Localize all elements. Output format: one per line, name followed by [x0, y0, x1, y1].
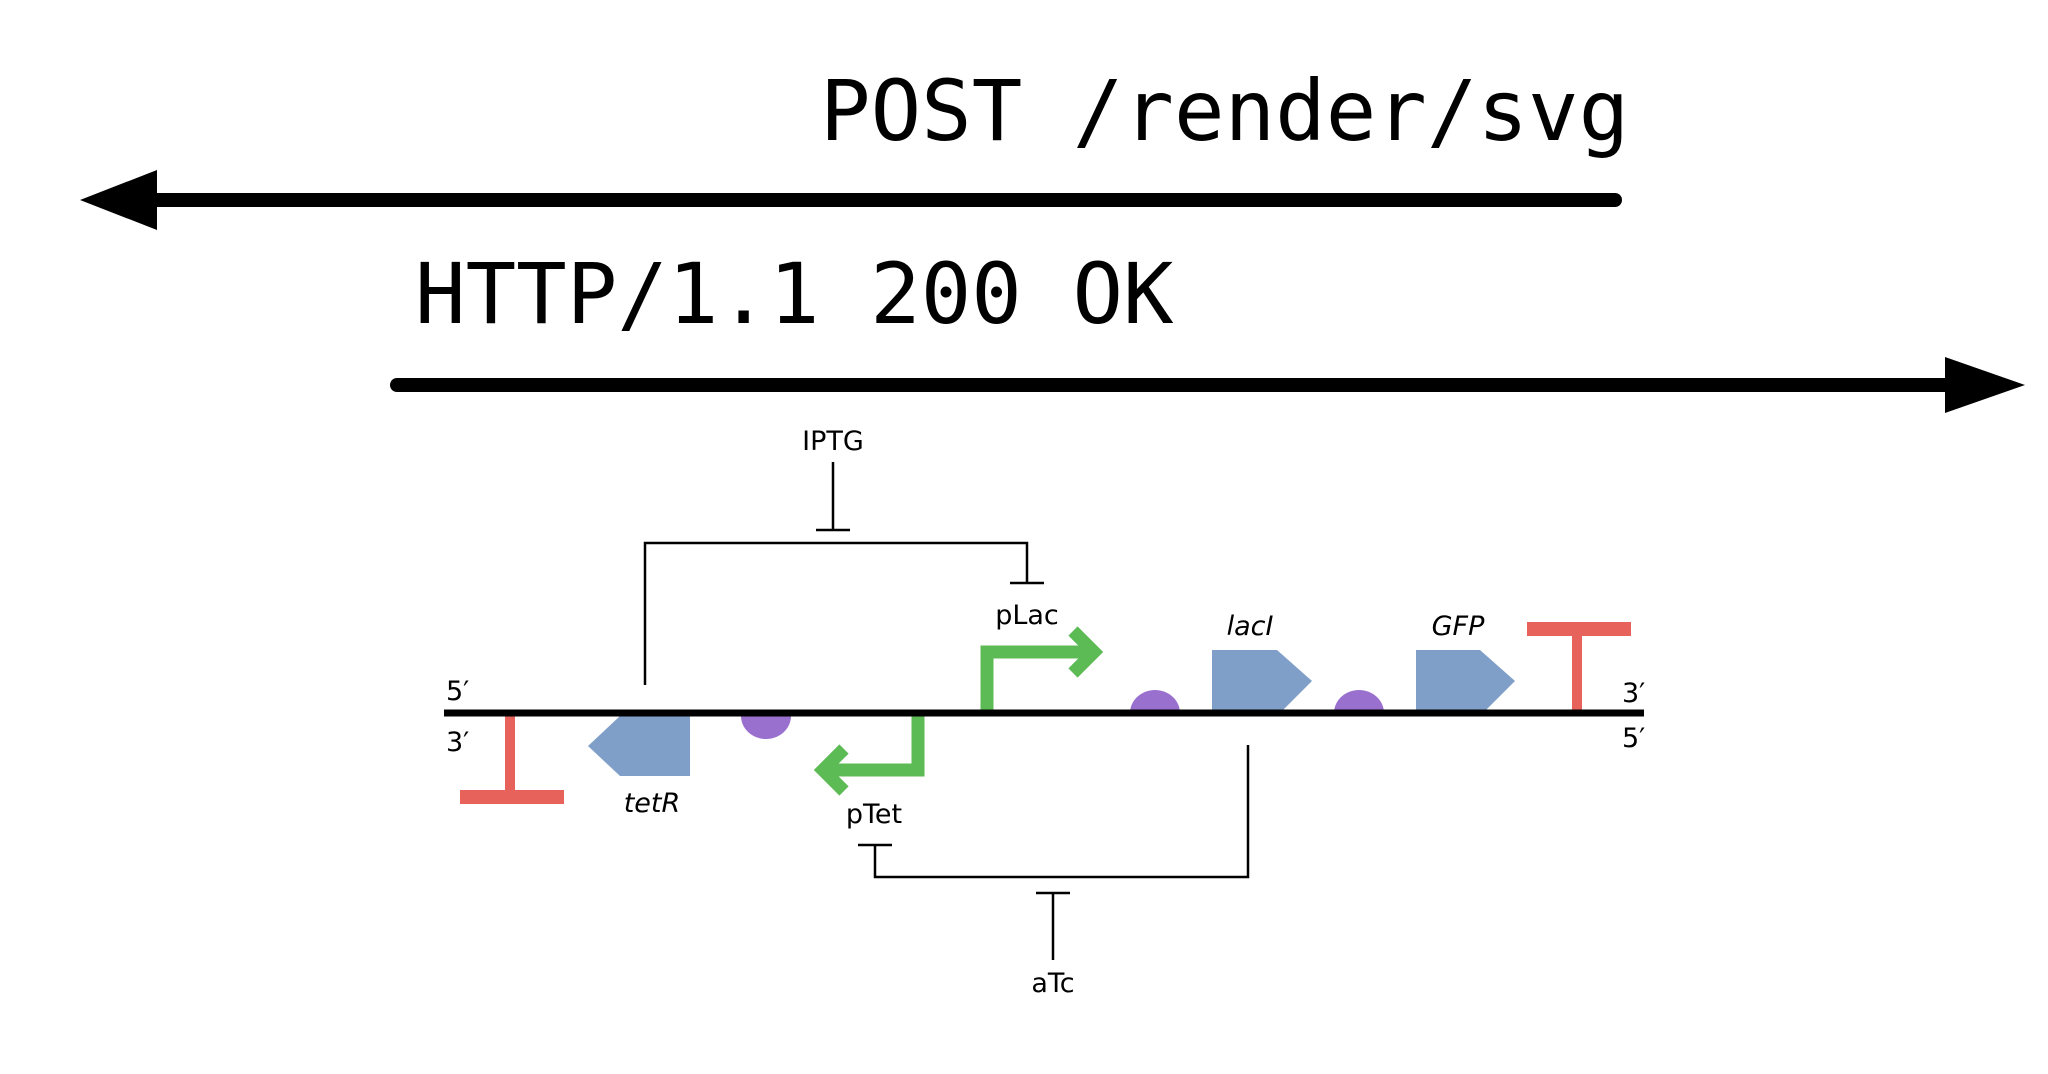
- tetr-label: tetR: [624, 788, 681, 819]
- top-strand-left-label: 5′: [446, 676, 469, 707]
- request-arrow: [80, 170, 1622, 230]
- ptet-promoter: [826, 716, 925, 777]
- plac-label: pLac: [995, 600, 1059, 631]
- iptg-repression: IPTG: [643, 426, 1044, 685]
- atc-label: aTc: [1031, 968, 1074, 999]
- response-label: HTTP/1.1 200 OK: [415, 245, 1174, 343]
- rbs-top-2: [1334, 690, 1384, 713]
- plac-promoter: [980, 645, 1087, 713]
- terminator-top-stem: [1572, 636, 1582, 713]
- ptet-arrowhead: [813, 744, 849, 796]
- laci-cds: [1212, 650, 1312, 713]
- rbs-top-1: [1130, 690, 1180, 713]
- request-label: POST /render/svg: [820, 62, 1629, 160]
- plac-arrowhead: [1068, 626, 1104, 678]
- tetr-cds: [588, 716, 690, 776]
- top-strand-right-label: 3′: [1622, 678, 1645, 709]
- laci-label: lacI: [1227, 611, 1274, 642]
- ptet-label: pTet: [846, 799, 902, 830]
- rbs-bottom: [741, 716, 791, 739]
- atc-repression: aTc: [858, 745, 1250, 999]
- bottom-strand-right-label: 5′: [1622, 723, 1645, 754]
- gfp-cds: [1416, 650, 1515, 713]
- terminator-bottom-stem: [505, 716, 515, 790]
- gfp-label: GFP: [1432, 611, 1485, 642]
- bottom-strand-left-label: 3′: [446, 727, 469, 758]
- iptg-label: IPTG: [802, 426, 864, 457]
- terminator-bottom-bar: [460, 790, 564, 804]
- terminator-top-bar: [1527, 622, 1631, 636]
- response-arrow: [390, 357, 2025, 413]
